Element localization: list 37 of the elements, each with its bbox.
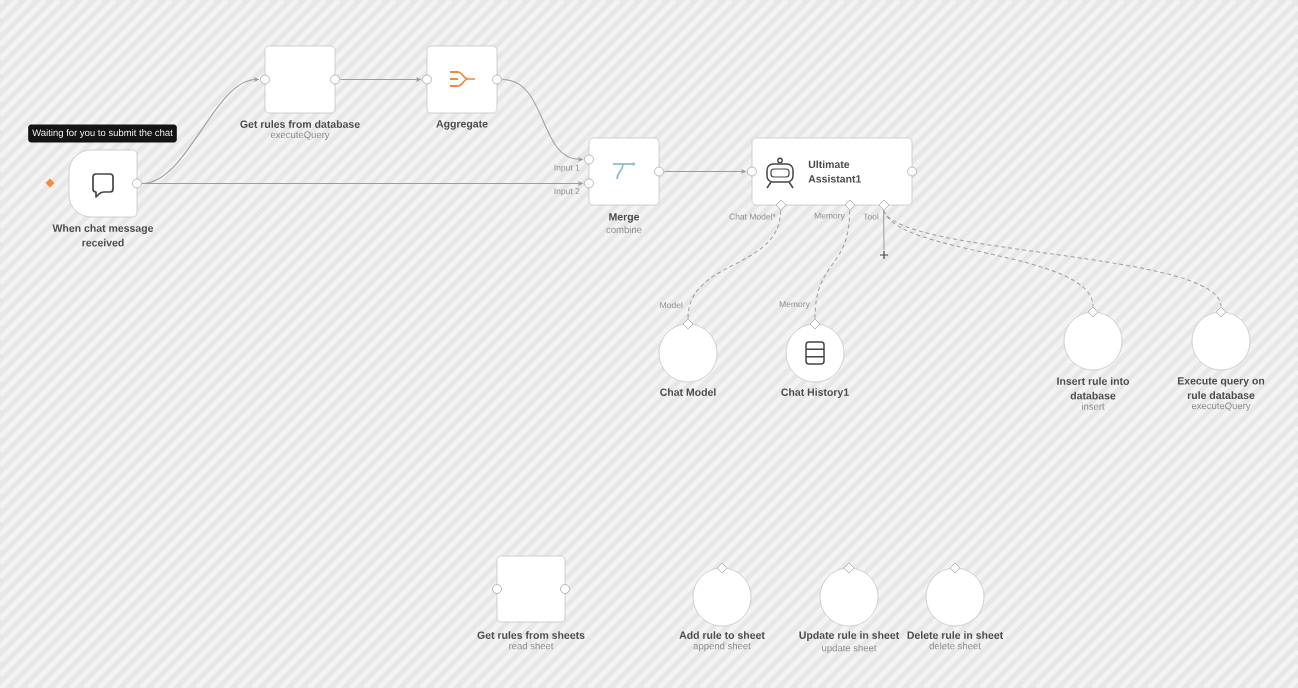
node-label: Aggregate (436, 120, 488, 130)
port-label: Tool (863, 213, 879, 220)
node-label: Update rule in sheet (799, 631, 900, 641)
port-label: Model (660, 301, 683, 309)
port-label: Chat Model* (729, 213, 776, 220)
port-label: Input 2 (554, 188, 580, 196)
port-label: Input 1 (554, 164, 580, 173)
port-label: Memory (779, 301, 810, 309)
node-label: Merge (609, 213, 640, 223)
node-label: Delete rule in sheet (907, 631, 1003, 639)
node-label: When chat message received (52, 224, 154, 247)
connector-line (883, 209, 885, 251)
node-label: Chat Model (660, 388, 716, 396)
node-subtitle: read sheet (509, 642, 554, 650)
arrow (339, 77, 421, 82)
node-label: Execute query on rule database (1177, 377, 1265, 400)
node-subtitle: combine (606, 226, 642, 234)
node-subtitle: executeQuery (270, 131, 330, 140)
node-subtitle: append sheet (693, 642, 751, 652)
node-label: Add rule to sheet (679, 631, 765, 639)
dashed-connector (687, 209, 782, 320)
dashed-connector (883, 209, 1222, 308)
node-label: Chat History1 (781, 388, 849, 398)
node-subtitle: delete sheet (929, 642, 981, 650)
node-label: Get rules from database (240, 120, 360, 128)
port-label: Memory (814, 212, 845, 221)
node-subtitle: insert (1082, 402, 1105, 410)
node-label: Insert rule into database (1057, 377, 1130, 400)
node-label: Get rules from sheets (477, 631, 585, 639)
arrow (141, 181, 583, 186)
agent-node-box: Ultimate Assistant1 (751, 137, 913, 206)
node-subtitle: executeQuery (1191, 402, 1251, 412)
dashed-connector (814, 209, 851, 320)
arrow (663, 169, 746, 174)
plus-icon (879, 250, 889, 260)
arrow (501, 79, 583, 162)
node-subtitle: update sheet (822, 644, 877, 654)
